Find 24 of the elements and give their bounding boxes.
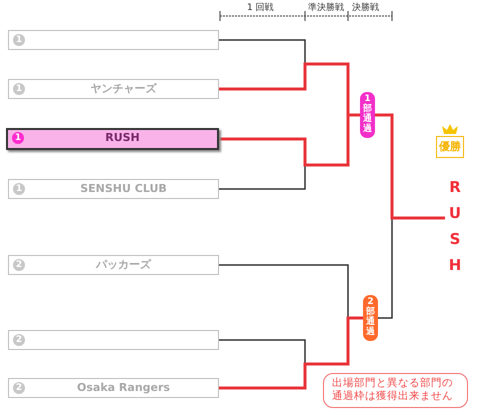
round-header: 決勝戦: [352, 2, 379, 14]
round-header: 1 回戦: [247, 2, 274, 14]
team-name: Osaka Rangers: [76, 381, 171, 395]
team-name: SENSHU CLUB: [79, 182, 168, 196]
winner-name: RUSH: [445, 178, 465, 282]
note-box: 出場部門と異なる部門の通過枠は獲得出来ません: [323, 373, 468, 408]
team-box: [6, 128, 219, 150]
bracket-line: [219, 114, 360, 166]
qualification-badge: 1部通過: [360, 92, 375, 138]
team-name: パッカーズ: [94, 258, 152, 272]
bracket-line: [219, 316, 363, 390]
team-box: [8, 255, 219, 275]
team-box: [8, 30, 219, 50]
team-box: [8, 378, 219, 398]
team-box: [8, 330, 219, 350]
team-box: [8, 179, 219, 199]
team-box: [8, 79, 219, 99]
champion-label: 優勝: [436, 136, 464, 158]
team-name: ヤンチャーズ: [90, 82, 158, 96]
qualification-badge: 2部通過: [363, 295, 378, 341]
bracket-line: [375, 114, 445, 220]
round-header: 準決勝戦: [308, 2, 344, 14]
team-name: RUSH: [104, 131, 141, 145]
seed-number: 1: [12, 132, 24, 144]
